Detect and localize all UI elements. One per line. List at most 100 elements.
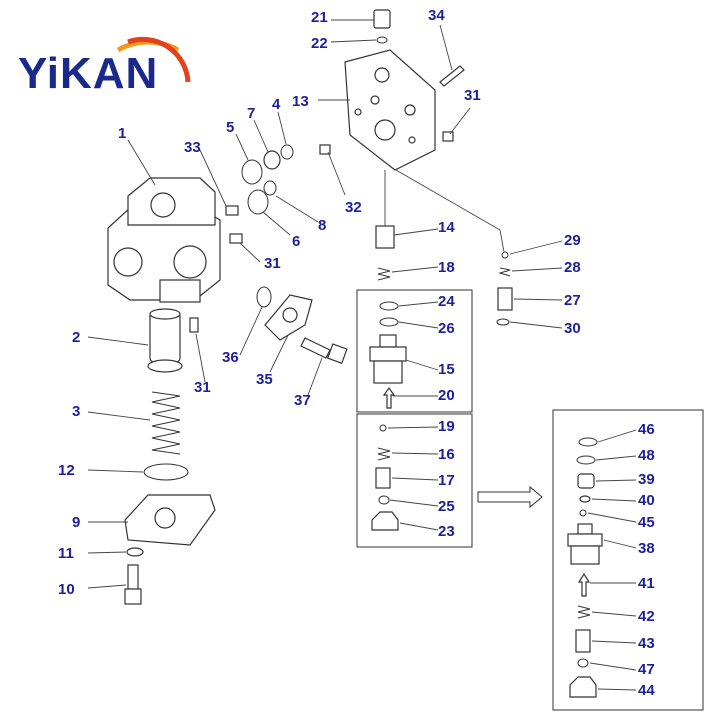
label-31-top: 31	[464, 87, 481, 104]
part-flange	[264, 294, 313, 341]
part-plug-33	[225, 205, 239, 216]
part-bolt-37	[300, 337, 348, 365]
label-34: 34	[428, 7, 445, 24]
label-20: 20	[438, 387, 455, 404]
label-9: 9	[72, 514, 80, 531]
label-46: 46	[638, 421, 655, 438]
part-seat-27	[497, 287, 513, 311]
label-25: 25	[438, 498, 455, 515]
part-nut-23	[371, 511, 399, 531]
part-screw-34	[439, 65, 465, 87]
part-housing	[107, 177, 221, 303]
box-detail	[552, 409, 704, 711]
part-spool-14	[375, 225, 395, 249]
part-spring-28	[498, 267, 511, 277]
part-relief-body-38	[567, 523, 603, 565]
label-8: 8	[318, 217, 326, 234]
label-3: 3	[72, 403, 80, 420]
part-seal-8	[263, 180, 277, 196]
part-bolt-10	[124, 564, 142, 605]
part-plug-32	[319, 144, 331, 155]
part-ball-29	[501, 251, 509, 259]
part-spool	[147, 308, 183, 373]
part-ring-48	[576, 455, 596, 465]
part-oring-36	[256, 286, 272, 308]
part-ring-47	[577, 658, 589, 668]
label-31-mid: 31	[264, 255, 281, 272]
label-42: 42	[638, 608, 655, 625]
label-12: 12	[58, 462, 75, 479]
box-relief-valve-lower	[356, 413, 473, 548]
label-22: 22	[311, 35, 328, 52]
part-spring-17	[375, 467, 391, 489]
part-plug-21	[373, 9, 391, 29]
label-26: 26	[438, 320, 455, 337]
part-ring-25	[378, 495, 390, 505]
leader-lines	[87, 19, 637, 691]
part-plug-31c	[442, 131, 454, 142]
label-11: 11	[58, 545, 74, 562]
label-23: 23	[438, 523, 455, 540]
part-spring-42	[577, 605, 591, 619]
label-43: 43	[638, 635, 655, 652]
logo-text: YiKAN	[18, 49, 158, 98]
part-ring-40	[579, 495, 591, 503]
part-ring-24	[379, 301, 399, 311]
part-relief-body-15	[369, 334, 407, 384]
label-28: 28	[564, 259, 581, 276]
label-38: 38	[638, 540, 655, 557]
part-cover	[124, 494, 216, 546]
part-seal-7	[263, 150, 281, 170]
part-seat-39	[577, 473, 595, 489]
detail-arrow	[477, 485, 543, 509]
label-45: 45	[638, 514, 655, 531]
label-35: 35	[256, 371, 273, 388]
label-39: 39	[638, 471, 655, 488]
label-29: 29	[564, 232, 581, 249]
label-6: 6	[292, 233, 300, 250]
label-18: 18	[438, 259, 455, 276]
label-1: 1	[118, 125, 126, 142]
part-ball-19	[379, 424, 387, 432]
label-48: 48	[638, 447, 655, 464]
label-13: 13	[292, 93, 309, 110]
part-ring-26	[379, 317, 399, 327]
part-plug-31	[189, 317, 199, 333]
label-15: 15	[438, 361, 455, 378]
label-16: 16	[438, 446, 455, 463]
part-nut-44	[569, 676, 597, 698]
label-5: 5	[226, 119, 234, 136]
box-relief-valve	[356, 289, 473, 413]
label-31-low: 31	[194, 379, 211, 396]
part-valve-block	[344, 49, 436, 171]
label-17: 17	[438, 472, 455, 489]
part-seal-5	[241, 159, 263, 185]
part-spring-16	[377, 447, 391, 461]
label-30: 30	[564, 320, 581, 337]
label-4: 4	[272, 96, 281, 113]
label-21: 21	[311, 9, 328, 26]
part-oring-12	[143, 463, 189, 481]
part-seal-6	[247, 189, 269, 215]
yikan-logo: YiKAN	[18, 36, 191, 98]
part-ring-22	[376, 36, 388, 44]
label-47: 47	[638, 661, 655, 678]
label-37: 37	[294, 392, 311, 409]
part-labels: 1 2 3 12 9 11 10 33 31 31 5 7 4 6 8 36 3…	[58, 7, 655, 699]
part-spring	[151, 391, 181, 455]
label-14: 14	[438, 219, 455, 236]
label-32: 32	[345, 199, 362, 216]
label-7: 7	[247, 105, 255, 122]
label-33: 33	[184, 139, 201, 156]
label-24: 24	[438, 293, 455, 310]
part-spring-43	[575, 629, 591, 653]
part-poppet-20	[382, 386, 396, 409]
part-seal-4	[280, 144, 294, 160]
label-10: 10	[58, 581, 75, 598]
label-27: 27	[564, 292, 581, 309]
part-poppet-41	[577, 572, 591, 597]
part-ball-45	[579, 509, 587, 517]
label-19: 19	[438, 418, 455, 435]
